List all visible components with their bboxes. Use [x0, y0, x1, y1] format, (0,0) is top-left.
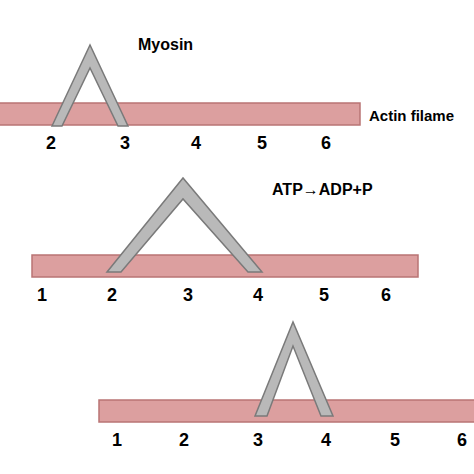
actin-filament	[32, 255, 418, 277]
callout-number: 2	[107, 286, 117, 304]
callout-number: 1	[112, 431, 122, 449]
part-label: Myosin	[138, 37, 193, 53]
myosin-head	[107, 178, 262, 272]
callout-number: 3	[183, 286, 193, 304]
callout-number: 2	[46, 134, 56, 152]
callout-number: 5	[257, 134, 267, 152]
actin-filament	[99, 400, 474, 422]
myosin-head	[52, 45, 128, 126]
callout-number: 4	[321, 431, 331, 449]
callout-number: 4	[191, 134, 201, 152]
part-label: Actin filame	[369, 108, 454, 123]
myosin-head	[255, 322, 333, 416]
callout-number: 5	[319, 286, 329, 304]
callout-number: 1	[37, 286, 47, 304]
callout-number: 6	[381, 286, 391, 304]
callout-number: 3	[120, 134, 130, 152]
callout-number: 2	[179, 431, 189, 449]
callout-number: 6	[321, 134, 331, 152]
reaction-label: ATP→ADP+P	[272, 182, 373, 198]
callout-number: 3	[253, 431, 263, 449]
callout-number: 5	[390, 431, 400, 449]
callout-number: 4	[253, 286, 263, 304]
callout-number: 6	[457, 431, 467, 449]
